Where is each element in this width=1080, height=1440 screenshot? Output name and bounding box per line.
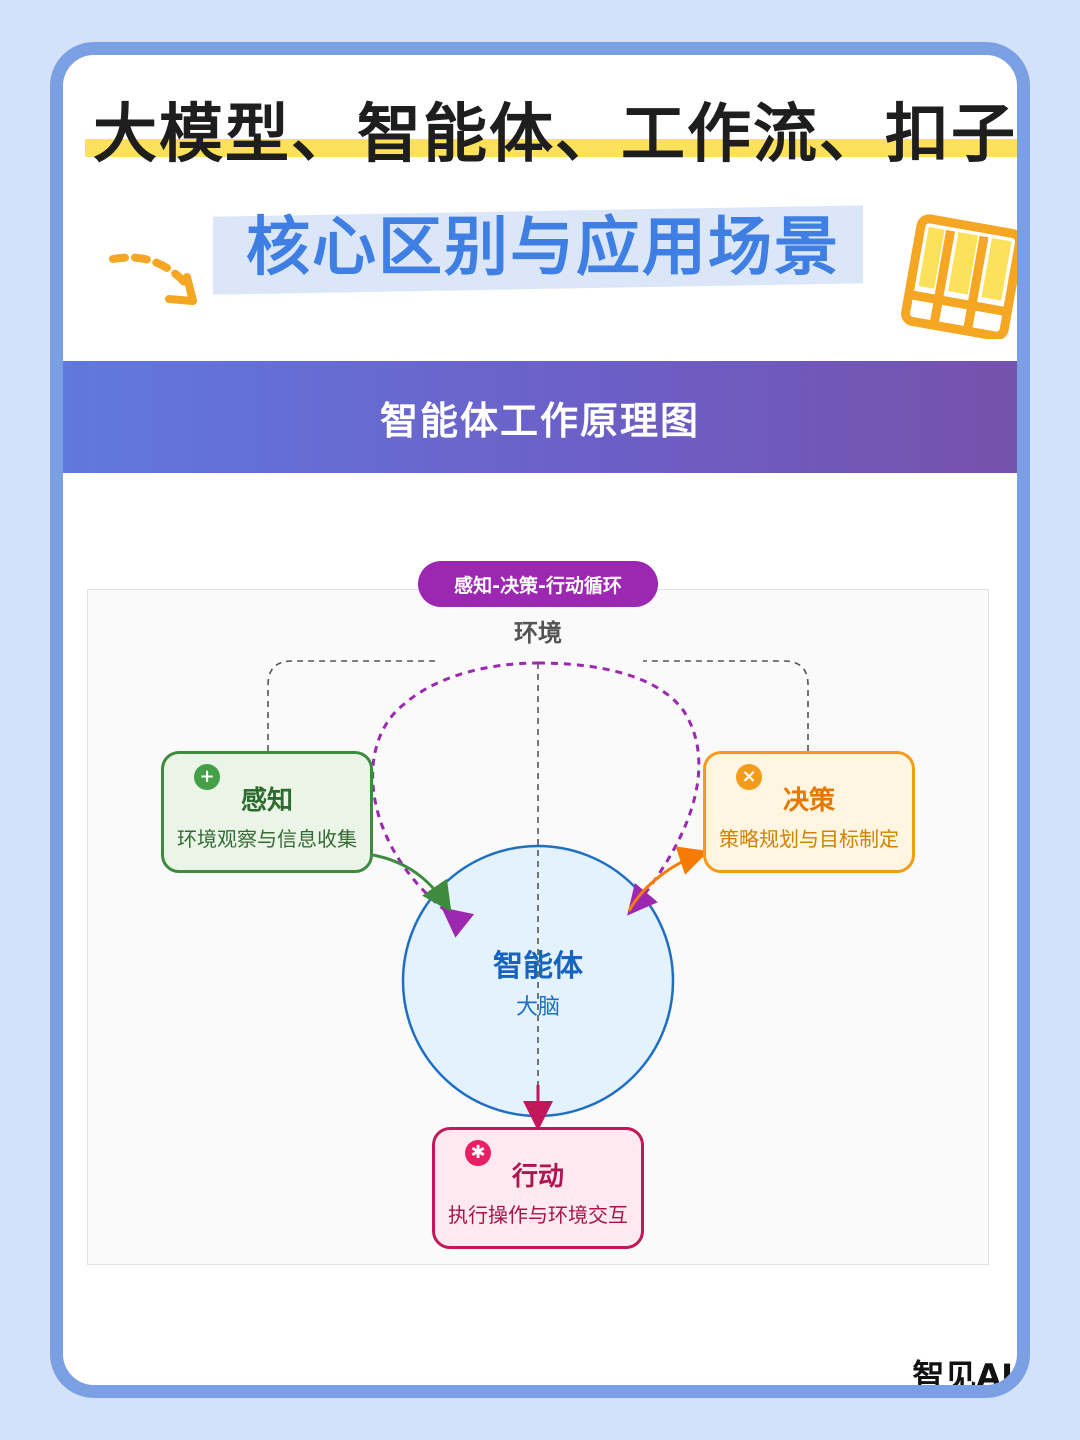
node-action: ✱ 行动 执行操作与环境交互 [432,1127,644,1249]
agent-diagram: 感知-决策-行动循环 环境 + 感知 环境观察与信息收集 × 决策 策略规划与目… [63,545,1017,1265]
environment-label: 环境 [514,619,562,647]
node-perceive-title: 感知 [240,786,293,816]
page-title: 大模型、智能体、工作流、扣子 [93,98,1017,172]
cycle-path-left [371,661,539,938]
title-highlight [85,139,1017,157]
arrow-perceive-agent [372,853,452,912]
banner-title: 智能体工作原理图 [379,398,700,443]
page-subtitle: 核心区别与应用场景 [246,211,840,285]
close-icon: × [736,764,762,790]
agent-subtitle: 大脑 [515,995,560,1020]
env-link-left [267,660,435,751]
arrow-agent-decide [627,846,709,912]
dashed-arrow-icon [109,253,197,305]
node-action-title: 行动 [511,1162,564,1192]
subtitle-block: 核心区别与应用场景 [213,195,873,305]
node-decide-desc: 策略规划与目标制定 [719,827,899,851]
tool-icon: ✱ [465,1140,491,1166]
node-decide: × 决策 策略规划与目标制定 [703,751,915,873]
node-perceive: + 感知 环境观察与信息收集 [161,751,373,873]
plus-icon: + [194,764,220,790]
cycle-path-right [537,661,701,916]
node-action-desc: 执行操作与环境交互 [448,1203,628,1227]
node-perceive-desc: 环境观察与信息收集 [177,827,357,851]
section-banner: 智能体工作原理图 [63,361,1017,473]
exclamation-grid-icon [901,214,1017,339]
agent-title: 智能体 [493,949,583,984]
node-decide-title: 决策 [782,786,835,816]
title-block: 大模型、智能体、工作流、扣子 [85,95,1017,175]
env-link-right [643,660,809,751]
brand-logo: 智见AI [912,1357,1013,1395]
diagram-lines [267,660,809,1131]
main-card: 大模型、智能体、工作流、扣子 核心区别与应用场景 智能体工作原理图 [50,42,1030,1398]
cycle-label: 感知-决策-行动循环 [418,561,658,607]
